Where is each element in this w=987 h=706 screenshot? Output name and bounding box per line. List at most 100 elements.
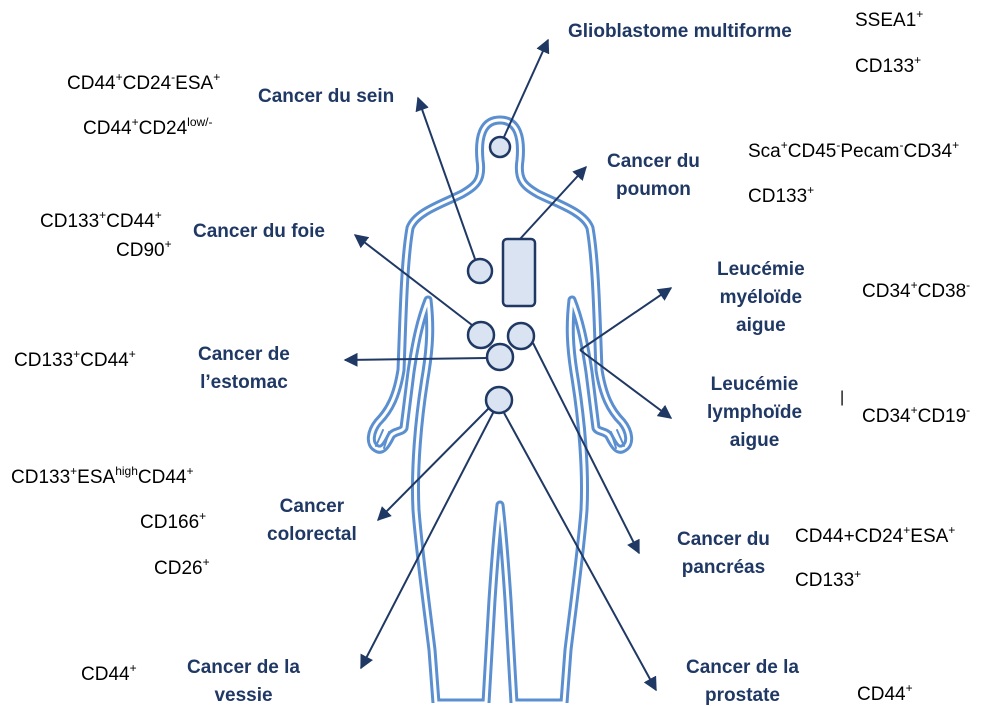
cancer-label-line: aigue — [707, 431, 802, 450]
marker-pancreas-2: CD133+ — [795, 571, 861, 590]
marker-glioblastome-2: CD133+ — [855, 57, 921, 76]
marker-superscript: + — [203, 555, 210, 569]
marker-superscript: + — [916, 7, 923, 21]
marker-superscript: + — [186, 464, 193, 478]
label-cancer-foie: Cancer du foie — [193, 222, 325, 241]
cancer-label-line: Cancer — [267, 497, 357, 516]
marker-estomac: CD133+CD44+ — [14, 351, 136, 370]
arrow-colorectal — [378, 408, 489, 520]
organ-pancreas — [508, 323, 534, 349]
marker-colorectal-3: CD26+ — [154, 559, 210, 578]
marker-name: CD19 — [918, 406, 967, 427]
arrow-foie — [355, 235, 472, 325]
label-glioblastome: Glioblastome multiforme — [568, 22, 792, 41]
cancer-label-line: colorectal — [267, 525, 357, 544]
marker-name: CD34 — [903, 141, 952, 162]
marker-colorectal-2: CD166+ — [140, 513, 206, 532]
cancer-label-line: l’estomac — [198, 373, 290, 392]
marker-name: SSEA1 — [855, 10, 916, 31]
label-cancer-colorectal: Cancer colorectal — [267, 497, 357, 544]
marker-name: CD24 — [139, 118, 188, 139]
marker-name: CD90 — [116, 240, 165, 261]
marker-name: CD44 — [80, 350, 129, 371]
arrow-glioblastome — [504, 40, 548, 137]
marker-name: CD44+CD24 — [795, 526, 903, 547]
marker-name: CD44 — [83, 118, 132, 139]
marker-vessie: CD44+ — [81, 665, 137, 684]
marker-superscript: + — [70, 464, 77, 478]
marker-pancreas-1: CD44+CD24+ESA+ — [795, 527, 955, 546]
organ-breast — [468, 259, 492, 283]
marker-superscript: + — [130, 661, 137, 675]
label-cancer-pancreas: Cancer du pancréas — [677, 530, 770, 577]
marker-name: Pecam — [840, 141, 899, 162]
marker-poumon-2: CD133+ — [748, 187, 814, 206]
marker-foie-2: CD90+ — [116, 241, 172, 260]
marker-glioblastome-1: SSEA1+ — [855, 11, 923, 30]
marker-name: CD44 — [138, 467, 187, 488]
cancer-label-line: Cancer de — [198, 345, 290, 364]
label-cancer-sein: Cancer du sein — [258, 87, 394, 106]
stray-mark: | — [840, 390, 844, 406]
marker-superscript: + — [903, 523, 910, 537]
cancer-label-line: myéloïde — [717, 288, 805, 307]
marker-name: Sca — [748, 141, 781, 162]
marker-name: CD24 — [123, 73, 172, 94]
organ-liver — [468, 322, 494, 348]
label-cancer-prostate: Cancer de la prostate — [686, 658, 799, 705]
cancer-label-line: Cancer du foie — [193, 222, 325, 241]
marker-superscript: + — [952, 138, 959, 152]
marker-sein-2: CD44+CD24low/- — [83, 119, 213, 138]
cancer-label-line: Cancer de la — [686, 658, 799, 677]
marker-superscript: + — [116, 70, 123, 84]
cancer-label-line: vessie — [187, 686, 300, 705]
cancer-label-line: Cancer du — [677, 530, 770, 549]
cancer-label-line: Cancer du — [607, 152, 700, 171]
marker-superscript: - — [899, 138, 903, 152]
marker-leucemie-myeloide: CD34+CD38- — [862, 282, 970, 301]
marker-superscript: - — [966, 278, 970, 292]
marker-name: CD26 — [154, 558, 203, 579]
cancer-label-line: Leucémie — [707, 375, 802, 394]
marker-superscript: + — [911, 278, 918, 292]
cancer-label-line: prostate — [686, 686, 799, 705]
marker-name: CD133 — [748, 186, 807, 207]
marker-name: CD44 — [81, 664, 130, 685]
marker-superscript: + — [165, 237, 172, 251]
marker-name: ESA — [77, 467, 115, 488]
cancer-label-line: aigue — [717, 316, 805, 335]
marker-superscript: + — [948, 523, 955, 537]
marker-superscript: - — [836, 138, 840, 152]
marker-superscript: + — [781, 138, 788, 152]
marker-superscript: low/- — [187, 115, 212, 129]
marker-name: CD166 — [140, 512, 199, 533]
marker-superscript: - — [966, 403, 970, 417]
marker-superscript: + — [213, 70, 220, 84]
marker-superscript: high — [115, 464, 138, 478]
marker-name: CD44 — [857, 684, 906, 705]
marker-colorectal-1: CD133+ESAhighCD44+ — [11, 468, 193, 487]
marker-superscript: + — [129, 347, 136, 361]
cancer-label-line: pancréas — [677, 558, 770, 577]
label-cancer-estomac: Cancer de l’estomac — [198, 345, 290, 392]
marker-prostate: CD44+ — [857, 685, 913, 704]
marker-superscript: + — [906, 681, 913, 695]
marker-name: ESA — [910, 526, 948, 547]
marker-name: CD34 — [862, 406, 911, 427]
organ-brain — [490, 137, 510, 157]
cancer-label-line: Cancer du sein — [258, 87, 394, 106]
marker-name: CD133 — [11, 467, 70, 488]
cancer-label-line: Glioblastome multiforme — [568, 22, 792, 41]
marker-name: CD44 — [106, 211, 155, 232]
marker-foie-1: CD133+CD44+ — [40, 212, 162, 231]
arrow-estomac — [345, 358, 487, 360]
marker-superscript: + — [807, 183, 814, 197]
marker-name: CD133 — [40, 211, 99, 232]
marker-superscript: + — [73, 347, 80, 361]
marker-name: CD38 — [918, 281, 967, 302]
